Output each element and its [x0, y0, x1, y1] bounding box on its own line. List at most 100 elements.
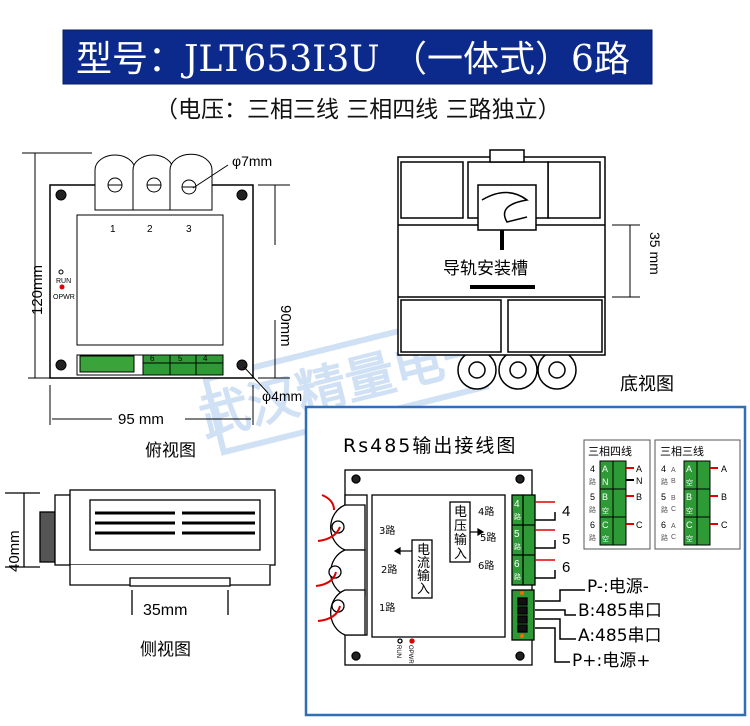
legend-3wire-lu-6: 路 — [661, 533, 668, 542]
legend-3wire-pin-c: C — [686, 520, 693, 530]
legend-3wire-ch-5: 5 — [661, 492, 666, 502]
legend-4wire-ch-4: 4 — [590, 464, 595, 474]
voltage-input-char-2: 压 — [454, 519, 467, 534]
legend-3wire-phase-4b: B — [671, 478, 676, 485]
legend-4wire-pin-a: A — [602, 464, 608, 474]
dim-width-95: 95 mm — [118, 411, 164, 428]
legend-3wire-lu-4: 路 — [661, 477, 668, 486]
title-bar: 型号：JLT653I3U （一体式）6路 — [62, 29, 653, 85]
terminal-number-6: 6 — [514, 559, 520, 570]
terminal-sub-4: 路 — [514, 512, 521, 521]
mount-hole-dimension: φ4mm — [262, 388, 302, 404]
current-channel-1: 1路 — [379, 601, 395, 614]
legend-3wire-ch-6: 6 — [661, 520, 666, 530]
wiring-led-run: RUN — [395, 645, 401, 658]
current-channel-2: 2路 — [381, 563, 397, 576]
legend-three-phase-four-wire: 三相四线 4 路 5 路 6 路 A N B 空 C 空 A N B C — [583, 439, 651, 550]
current-input-char-3: 输 — [417, 568, 430, 584]
terminal-number-5: 5 — [514, 529, 520, 540]
bus-label-b: B:485串口 — [578, 601, 662, 621]
dim-side-height: 40mm — [6, 530, 23, 572]
ct-label-2: 2 — [147, 224, 153, 235]
model-title: 型号：JLT653I3U （一体式）6路 — [76, 39, 630, 80]
legend-3wire-phase-6b: C — [671, 534, 676, 541]
current-input-char-1: 电 — [417, 543, 430, 558]
terminal-number-4: 4 — [514, 499, 520, 510]
voltage-channel-5: 5路 — [480, 531, 496, 544]
legend-4wire-pin-n: N — [602, 477, 609, 487]
legend-3wire-wire-c: C — [721, 520, 728, 530]
rail-slot-label: 导轨安装槽 — [443, 259, 528, 279]
legend-3wire-pin-empty-6: 空 — [686, 534, 693, 543]
legend-3wire-pin-empty-5: 空 — [686, 506, 693, 515]
legend-4wire-pin-empty-6: 空 — [602, 534, 609, 543]
legend-3wire-lu-5: 路 — [661, 505, 668, 514]
legend-4wire-title: 三相四线 — [588, 444, 632, 458]
bus-label-p-minus: P-:电源- — [587, 577, 649, 597]
terminal-sub-5: 路 — [514, 542, 521, 551]
legend-3wire-wire-b: B — [721, 492, 727, 502]
legend-4wire-pin-c: C — [602, 520, 609, 530]
legend-4wire-pin-empty-5: 空 — [602, 506, 609, 515]
legend-3wire-phase-5b: C — [671, 506, 676, 513]
output-label-5: 5 — [562, 531, 570, 548]
legend-4wire-wire-c: C — [636, 520, 643, 530]
ct-arrows — [315, 494, 341, 622]
voltage-input-char-1: 电 — [454, 505, 467, 520]
legend-3wire-phase-4a: A — [671, 467, 676, 474]
dim-height-90: 90mm — [277, 305, 294, 347]
legend-3wire-pin-b: B — [686, 492, 692, 502]
led-run-label: RUN — [56, 278, 71, 285]
voltage-input-char-3: 输 — [454, 532, 467, 548]
ct-label-3: 3 — [186, 224, 192, 235]
legend-3wire-pin-a: A — [686, 464, 692, 474]
terminal-label-6: 6 — [150, 354, 155, 363]
legend-4wire-ch-6: 6 — [590, 520, 595, 530]
legend-4wire-pin-b: B — [602, 492, 608, 502]
legend-three-phase-three-wire: 三相三线 4 路 5 路 6 路 A B B C A C A 空 B 空 — [654, 439, 741, 550]
output-label-6: 6 — [562, 559, 570, 576]
side-view-caption: 侧视图 — [140, 640, 191, 660]
terminal-label-5: 5 — [178, 354, 183, 363]
ct-hole-dimension: φ7mm — [232, 153, 272, 169]
legend-4wire-wire-a: A — [636, 464, 642, 474]
legend-3wire-ch-4: 4 — [661, 464, 666, 474]
legend-4wire-lu-4: 路 — [589, 477, 596, 486]
legend-4wire-wire-b: B — [636, 492, 642, 502]
terminal-sub-6: 路 — [514, 572, 521, 581]
legend-3wire-pin-empty-4: 空 — [686, 478, 693, 487]
legend-3wire-title: 三相三线 — [660, 444, 704, 458]
bottom-view-caption: 底视图 — [620, 374, 674, 395]
wiring-title: Rs485输出接线图 — [343, 435, 517, 457]
voltage-channel-4: 4路 — [478, 505, 494, 518]
current-input-char-4: 入 — [417, 582, 430, 597]
legend-4wire-lu-6: 路 — [589, 533, 596, 542]
side-view — [5, 489, 276, 615]
voltage-channel-6: 6路 — [478, 559, 494, 572]
dim-rail-35: 35 mm — [647, 232, 663, 275]
bus-label-a: A:485串口 — [578, 626, 662, 646]
legend-4wire-ch-5: 5 — [590, 492, 595, 502]
legend-4wire-wire-n: N — [636, 476, 643, 486]
current-channel-3: 3路 — [379, 524, 395, 537]
voltage-input-char-4: 入 — [454, 547, 467, 562]
subtitle: （电压：三相三线 三相四线 三路独立） — [155, 97, 561, 123]
ct-loops — [94, 153, 213, 211]
dim-height-120: 120mm — [29, 265, 46, 315]
wiring-led-opwr: OPWR — [407, 645, 413, 664]
dim-side-rail: 35mm — [143, 602, 187, 619]
output-label-4: 4 — [562, 503, 570, 520]
legend-4wire-lu-5: 路 — [589, 505, 596, 514]
legend-3wire-phase-6a: A — [671, 523, 676, 530]
led-opwr-label: OPWR — [53, 294, 75, 301]
bottom-view — [397, 149, 640, 390]
legend-3wire-phase-5a: B — [671, 495, 676, 502]
bus-label-p-plus: P+:电源+ — [572, 651, 650, 671]
terminal-label-4: 4 — [203, 354, 208, 363]
top-view — [22, 152, 290, 425]
top-view-caption: 俯视图 — [145, 441, 196, 461]
current-input-char-2: 流 — [417, 556, 430, 571]
legend-3wire-wire-a: A — [721, 464, 727, 474]
ct-label-1: 1 — [110, 224, 116, 235]
